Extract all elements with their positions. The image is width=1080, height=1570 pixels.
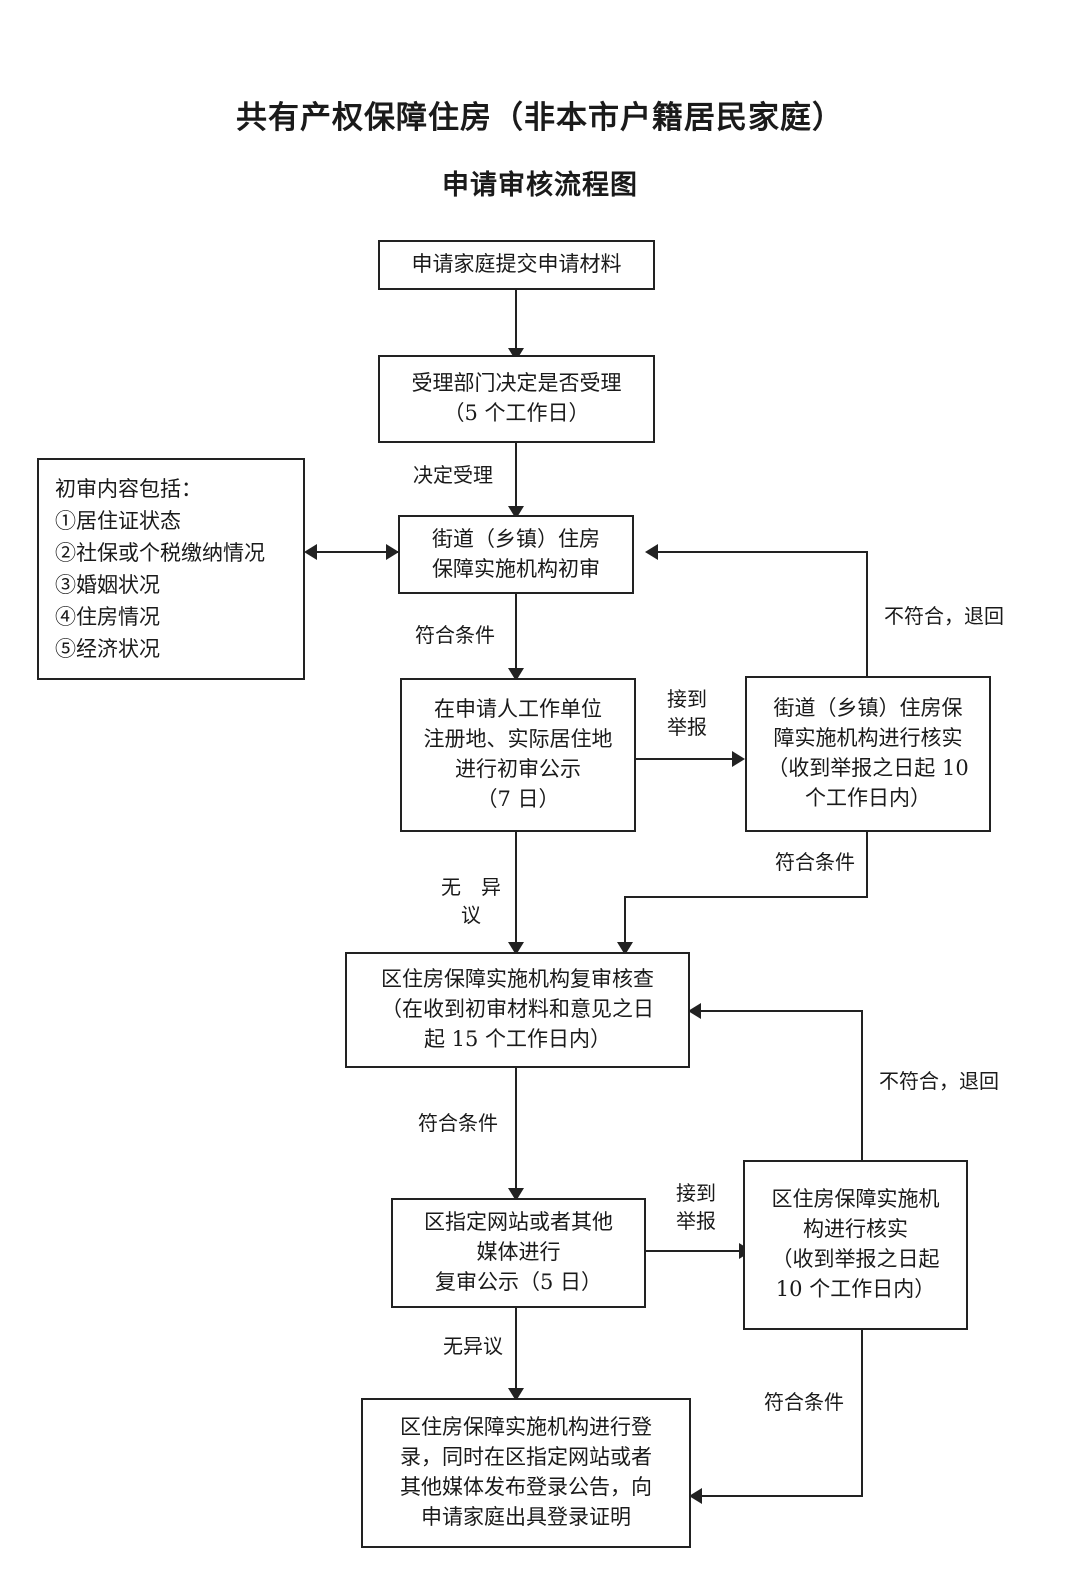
- edge-n8-n6-hline: [691, 1010, 863, 1012]
- flow-node-acceptance-decision[interactable]: 受理部门决定是否受理 （5 个工作日）: [378, 355, 655, 443]
- flow-node-line: 录，同时在区指定网站或者: [400, 1445, 652, 1470]
- flow-node-preliminary-publicity[interactable]: 在申请人工作单位 注册地、实际居住地 进行初审公示 （7 日）: [400, 678, 636, 832]
- flow-node-line: 在申请人工作单位: [434, 697, 602, 722]
- edge-note-n3-line: [307, 551, 399, 553]
- flow-node-line: （收到举报之日起: [771, 1247, 940, 1271]
- page-title: 共有产权保障住房（非本市户籍居民家庭）: [236, 100, 844, 136]
- flow-node-district-verification[interactable]: 区住房保障实施机 构进行核实 （收到举报之日起 10 个工作日内）: [743, 1160, 968, 1330]
- flow-node-line: 注册地、实际居住地: [423, 727, 613, 752]
- flow-node-district-re-review[interactable]: 区住房保障实施机构复审核查 （在收到初审材料和意见之日 起 15 个工作日内）: [345, 952, 690, 1068]
- edge-label-no-objection-2: 无异议: [443, 1334, 503, 1358]
- edge-n7-n8-line: [646, 1250, 743, 1252]
- flow-node-street-verification[interactable]: 街道（乡镇）住房保 障实施机构进行核实 （收到举报之日起 10 个工作日内）: [745, 676, 991, 832]
- flow-node-line: 起 15 个工作日内）: [423, 1026, 612, 1051]
- edge-label-accept: 决定受理: [413, 463, 493, 487]
- flow-node-line: 个工作日内）: [805, 785, 931, 810]
- flow-node-line: 街道（乡镇）住房: [432, 526, 600, 551]
- edge-n4-n5-arrowhead: [732, 751, 745, 767]
- edge-label-report-1: 接到 举报: [667, 687, 707, 739]
- edge-n5-n6-hline: [624, 896, 868, 898]
- flow-node-submit-application[interactable]: 申请家庭提交申请材料: [378, 240, 655, 290]
- edge-label-reject-1: 不符合，退回: [884, 604, 1004, 628]
- edge-n5-n3-vline: [866, 551, 868, 686]
- note-line: ①居住证状态: [55, 508, 181, 533]
- flow-node-street-preliminary-review[interactable]: 街道（乡镇）住房 保障实施机构初审: [398, 515, 634, 594]
- flow-node-line: 申请家庭提交申请材料: [411, 252, 622, 277]
- flow-node-line: 街道（乡镇）住房保: [773, 696, 963, 721]
- flow-node-line: 区指定网站或者其他: [424, 1210, 613, 1235]
- flow-node-line: 10 个工作日内）: [775, 1276, 936, 1301]
- edge-note-n3-arrowhead-left: [304, 544, 317, 560]
- edge-label-qualify-1: 符合条件: [415, 623, 495, 647]
- edge-n6-n7-arrowhead: [508, 1188, 524, 1201]
- flow-node-line: （收到举报之日起 10: [767, 756, 969, 780]
- page-subtitle: 申请审核流程图: [442, 170, 638, 201]
- edge-label-qualify-3: 符合条件: [418, 1111, 498, 1135]
- edge-n5-n3-arrowhead: [645, 544, 658, 560]
- flow-node-line: 区住房保障实施机构进行登: [400, 1415, 652, 1440]
- edge-n3-n4-line: [515, 594, 517, 674]
- note-line: ⑤经济状况: [55, 636, 160, 661]
- edge-label-qualify-4: 符合条件: [764, 1390, 844, 1414]
- edge-n4-n5-line: [636, 758, 736, 760]
- edge-n4-n6-arrowhead: [508, 942, 524, 955]
- edge-note-n3-arrowhead-right: [386, 544, 399, 560]
- flow-node-line: 媒体进行: [476, 1240, 561, 1265]
- edge-n5-n6-vline-b: [624, 896, 626, 948]
- edge-label-reject-2: 不符合，退回: [879, 1069, 999, 1093]
- note-line: ④住房情况: [55, 604, 160, 629]
- edge-label-qualify-2: 符合条件: [775, 850, 855, 874]
- edge-n6-n7-line: [515, 1068, 517, 1194]
- edge-n7-n9-arrowhead: [508, 1388, 524, 1401]
- flow-node-line: 区住房保障实施机构复审核查: [381, 967, 654, 992]
- flow-node-line: （5 个工作日）: [443, 401, 590, 425]
- flow-node-line: 受理部门决定是否受理: [411, 371, 622, 396]
- edge-n8-n6-vline: [861, 1010, 863, 1162]
- note-line: ③婚姻状况: [55, 572, 160, 597]
- flow-node-line: 障实施机构进行核实: [773, 726, 963, 751]
- flow-node-line: 复审公示（5 日）: [434, 1269, 603, 1294]
- flow-node-line: 构进行核实: [803, 1217, 908, 1242]
- note-line: ②社保或个税缴纳情况: [55, 540, 265, 565]
- edge-n5-n6-arrowhead: [617, 942, 633, 955]
- edge-n8-n9-arrowhead: [689, 1488, 702, 1504]
- edge-n2-n3-line: [515, 443, 517, 511]
- edge-label-no-objection-1: 无 异 议: [441, 875, 501, 927]
- flow-node-line: 保障实施机构初审: [432, 556, 600, 581]
- flow-node-registration-certificate[interactable]: 区住房保障实施机构进行登 录，同时在区指定网站或者 其他媒体发布登录公告，向 申…: [361, 1398, 691, 1548]
- edge-n5-n3-hline: [648, 551, 868, 553]
- flow-node-line: 区住房保障实施机: [771, 1187, 940, 1212]
- flow-node-line: 其他媒体发布登录公告，向: [400, 1475, 652, 1499]
- edge-label-report-2: 接到 举报: [676, 1181, 716, 1233]
- edge-n1-n2-line: [515, 290, 517, 352]
- flow-node-line: （在收到初审材料和意见之日: [381, 997, 654, 1022]
- edge-n3-n4-arrowhead: [508, 668, 524, 681]
- note-line: 初审内容包括：: [55, 477, 202, 501]
- flow-node-line: （7 日）: [476, 786, 560, 811]
- flow-node-re-review-publicity[interactable]: 区指定网站或者其他 媒体进行 复审公示（5 日）: [391, 1198, 646, 1308]
- edge-n8-n9-hline: [692, 1495, 863, 1497]
- edge-n4-n6-line: [515, 832, 517, 948]
- edge-n8-n6-arrowhead: [688, 1003, 701, 1019]
- flow-node-line: 进行初审公示: [455, 757, 581, 781]
- edge-n5-n6-vline-a: [866, 832, 868, 898]
- edge-n8-n9-vline: [861, 1330, 863, 1497]
- flow-note-preliminary-review-contents: 初审内容包括： ①居住证状态 ②社保或个税缴纳情况 ③婚姻状况 ④住房情况 ⑤经…: [37, 458, 305, 680]
- edge-n7-n9-line: [515, 1308, 517, 1394]
- flow-node-line: 申请家庭出具登录证明: [421, 1504, 631, 1529]
